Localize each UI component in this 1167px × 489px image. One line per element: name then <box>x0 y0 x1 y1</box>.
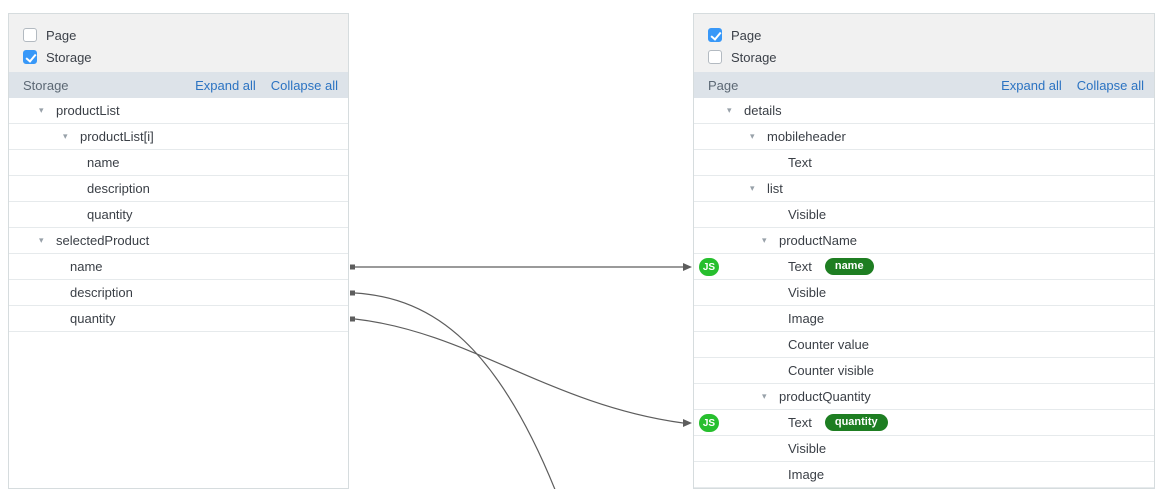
tree-row-visible[interactable]: Visible <box>694 202 1154 228</box>
collapse-arrow-icon[interactable]: ▾ <box>762 391 767 401</box>
tree-row-label: selectedProduct <box>56 233 150 248</box>
tree-row-image[interactable]: Image <box>694 462 1154 488</box>
tree-row-label: Text <box>788 155 812 170</box>
tree-row-label: productList[i] <box>80 129 154 144</box>
filter-page[interactable]: Page <box>23 24 348 46</box>
filter-storage[interactable]: Storage <box>708 46 1154 68</box>
tree-row-label: details <box>744 103 782 118</box>
tree-row-label: description <box>70 285 133 300</box>
page-collapse-all-link[interactable]: Collapse all <box>1076 77 1144 93</box>
page-panel-header: Page Expand all Collapse all <box>694 72 1154 98</box>
tree-row-mobileheader[interactable]: ▾ mobileheader <box>694 124 1154 150</box>
tree-row-description[interactable]: description <box>9 176 348 202</box>
connector-selectedProduct-description-offscreen <box>350 290 556 489</box>
page-panel-title: Page <box>708 77 739 93</box>
connector-selectedProduct-name-to-productName-Text <box>350 263 692 271</box>
tree-row-visible[interactable]: Visible <box>694 280 1154 306</box>
tree-row-label: productName <box>779 233 858 248</box>
tree-row-label: Counter visible <box>788 363 874 378</box>
storage-tree: ▾ productList ▾ productList[i] name descripti… <box>9 98 348 332</box>
tree-row-description[interactable]: description <box>9 280 348 306</box>
tree-row-label: Image <box>788 467 825 482</box>
filter-label: Page <box>731 27 762 43</box>
tree-row-label: list <box>767 181 783 196</box>
checked-checkbox-icon[interactable] <box>708 28 722 42</box>
filter-label: Page <box>46 27 77 43</box>
tree-row-label: mobileheader <box>767 129 846 144</box>
tree-row-label: Text <box>788 259 812 274</box>
tree-row-name[interactable]: name <box>9 150 348 176</box>
tree-row-label: Visible <box>788 441 827 456</box>
storage-header-links: Expand all Collapse all <box>195 78 338 93</box>
tree-row-counter-visible[interactable]: Counter visible <box>694 358 1154 384</box>
tree-row-quantity[interactable]: quantity <box>9 306 348 332</box>
tree-row-visible[interactable]: Visible <box>694 436 1154 462</box>
tree-row-productlist[interactable]: ▾ productList <box>9 98 348 124</box>
collapse-arrow-icon[interactable]: ▾ <box>750 183 755 193</box>
collapse-arrow-icon[interactable]: ▾ <box>727 105 732 115</box>
tree-row-quantity[interactable]: quantity <box>9 202 348 228</box>
storage-panel-header: Storage Expand all Collapse all <box>9 72 348 98</box>
unchecked-checkbox-icon[interactable] <box>23 28 37 42</box>
tree-row-label: Visible <box>788 207 827 222</box>
tree-row-label: Counter value <box>788 337 869 352</box>
js-badge-icon: JS <box>699 258 719 276</box>
connector-arrowhead-icon <box>683 263 692 271</box>
tree-row-label: quantity <box>87 207 133 222</box>
tree-row-productname[interactable]: ▾ productName <box>694 228 1154 254</box>
collapse-arrow-icon[interactable]: ▾ <box>63 131 68 141</box>
mapped-attribute-badge: name <box>824 257 874 276</box>
collapse-arrow-icon[interactable]: ▾ <box>762 235 767 245</box>
collapse-arrow-icon[interactable]: ▾ <box>39 105 44 115</box>
mapped-attribute-badge: quantity <box>824 413 888 432</box>
js-badge-icon: JS <box>699 414 719 432</box>
filter-label: Storage <box>731 49 777 65</box>
tree-row-details[interactable]: ▾ details <box>694 98 1154 124</box>
tree-row-text-quantity[interactable]: JS Text quantity <box>694 410 1154 436</box>
tree-row-label: Text <box>788 415 812 430</box>
checked-checkbox-icon[interactable] <box>23 50 37 64</box>
tree-row-label: name <box>70 259 103 274</box>
page-expand-all-link[interactable]: Expand all <box>1001 77 1062 93</box>
tree-row-label: Image <box>788 311 825 326</box>
filter-storage[interactable]: Storage <box>23 46 348 68</box>
tree-row-label: name <box>87 155 120 170</box>
storage-panel-title: Storage <box>23 77 69 93</box>
tree-row-label: productQuantity <box>779 389 871 404</box>
tree-row-label: description <box>87 181 150 196</box>
tree-row-image[interactable]: Image <box>694 306 1154 332</box>
connector-arrowhead-icon <box>683 419 692 427</box>
filter-label: Storage <box>46 49 92 65</box>
tree-row-list[interactable]: ▾ list <box>694 176 1154 202</box>
tree-row-productlist-i[interactable]: ▾ productList[i] <box>9 124 348 150</box>
collapse-arrow-icon[interactable]: ▾ <box>750 131 755 141</box>
connector-selectedProduct-quantity-to-productQuantity-Text <box>350 316 692 427</box>
storage-expand-all-link[interactable]: Expand all <box>195 77 256 93</box>
tree-row-productquantity[interactable]: ▾ productQuantity <box>694 384 1154 410</box>
tree-row-label: quantity <box>70 311 116 326</box>
collapse-arrow-icon[interactable]: ▾ <box>39 235 44 245</box>
tree-row-counter-value[interactable]: Counter value <box>694 332 1154 358</box>
storage-collapse-all-link[interactable]: Collapse all <box>270 77 338 93</box>
page-header-links: Expand all Collapse all <box>1001 78 1144 93</box>
tree-row-name[interactable]: name <box>9 254 348 280</box>
filter-page[interactable]: Page <box>708 24 1154 46</box>
tree-row-text-name[interactable]: JS Text name <box>694 254 1154 280</box>
tree-row-text[interactable]: Text <box>694 150 1154 176</box>
unchecked-checkbox-icon[interactable] <box>708 50 722 64</box>
tree-row-label: productList <box>56 103 120 118</box>
tree-row-selectedproduct[interactable]: ▾ selectedProduct <box>9 228 348 254</box>
tree-row-label: Visible <box>788 285 827 300</box>
